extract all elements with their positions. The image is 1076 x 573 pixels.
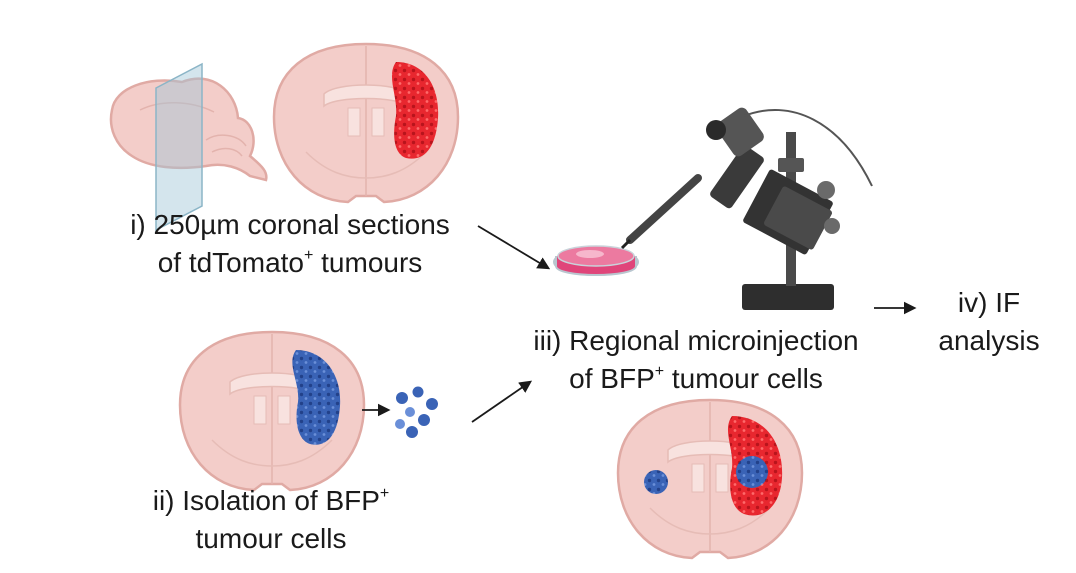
step-ii-line2: tumour cells [195,523,347,554]
micromanipulator-icon [620,107,873,310]
sagittal-brain-icon [109,77,268,182]
step-iv-line2: analysis [938,325,1040,356]
step-i-line1: i) 250µm coronal sections [130,209,450,240]
section-plane-icon [155,62,203,232]
coronal-brain-icon [616,398,804,560]
petri-dish-icon [553,245,639,276]
cell-cluster-icon [395,386,438,438]
step-ii-label: ii) Isolation of BFP+ tumour cells [96,482,446,558]
step-iv-line1: iv) IF [957,287,1021,318]
step-iv-label: iv) IF analysis [914,284,1064,360]
step-iii-line1: iii) Regional microinjection [533,325,859,356]
coronal-brain-icon [272,42,460,204]
step-ii-line1: ii) Isolation of BFP+ [152,485,390,516]
step-i-label: i) 250µm coronal sections of tdTomato+ t… [70,206,510,282]
step-iii-line2: of BFP+ tumour cells [569,363,823,394]
step-i-line2: of tdTomato+ tumours [157,247,423,278]
arrow-to-injection [477,225,551,270]
step-iii-label: iii) Regional microinjection of BFP+ tum… [478,322,914,398]
coronal-brain-icon [178,330,366,492]
arrow-cells-to-injection [471,380,533,423]
